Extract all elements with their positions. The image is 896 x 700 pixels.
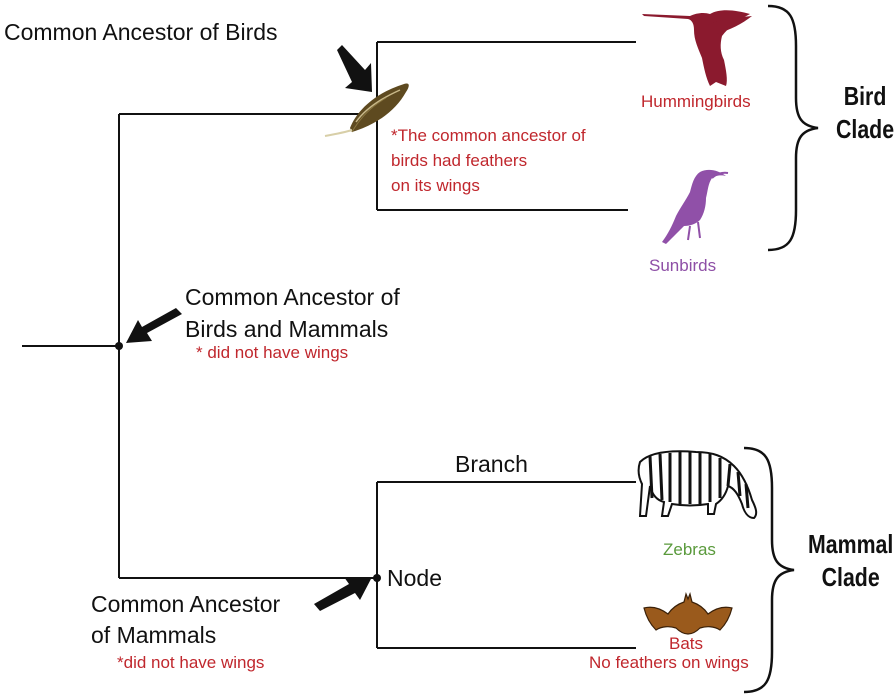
node-dot-icon: [373, 574, 381, 582]
label-ancestor-birds-mammals-2: Birds and Mammals: [185, 316, 389, 342]
taxon-zebras: Zebras: [663, 540, 716, 559]
feather-note-line-2: birds had feathers: [391, 151, 528, 170]
label-branch: Branch: [455, 451, 528, 477]
label-ancestor-birds: Common Ancestor of Birds: [4, 19, 278, 45]
clade-bird-line-2: Clade: [836, 113, 895, 144]
label-node: Node: [387, 565, 442, 591]
clade-bird: Bird Clade: [836, 80, 894, 145]
curly-brace-icon: [767, 4, 819, 252]
feather-note-line-1: *The common ancestor of: [391, 126, 586, 145]
bat-icon: [643, 592, 733, 635]
arrow-icon: [337, 45, 372, 92]
taxon-bats-note: No feathers on wings: [589, 653, 749, 672]
taxon-hummingbirds: Hummingbirds: [641, 92, 751, 111]
label-ancestor-mammals-1: Common Ancestor: [91, 591, 281, 617]
node-dot-icon: [115, 342, 123, 350]
arrow-icon: [314, 577, 372, 611]
taxon-sunbirds: Sunbirds: [649, 256, 717, 275]
clade-mammal-line-2: Clade: [821, 561, 880, 592]
label-no-wings-note: * did not have wings: [196, 343, 349, 362]
sunbird-icon: [662, 169, 729, 244]
zebra-icon: [637, 450, 758, 520]
tree-lines: [22, 41, 636, 649]
label-ancestor-mammals-2: of Mammals: [91, 622, 217, 648]
label-ancestor-birds-mammals-1: Common Ancestor of: [185, 284, 400, 310]
arrow-icon: [126, 308, 182, 343]
feather-note-line-3: on its wings: [391, 176, 480, 195]
label-mammals-note: *did not have wings: [117, 653, 265, 672]
clade-mammal-line-1: Mammal: [808, 529, 894, 559]
clade-bird-line-1: Bird: [843, 81, 887, 111]
feather-icon: [324, 83, 409, 137]
hummingbird-icon: [642, 10, 752, 86]
taxon-bats: Bats: [669, 634, 704, 653]
clade-mammal: Mammal Clade: [808, 528, 893, 593]
curly-brace-icon: [743, 446, 795, 694]
